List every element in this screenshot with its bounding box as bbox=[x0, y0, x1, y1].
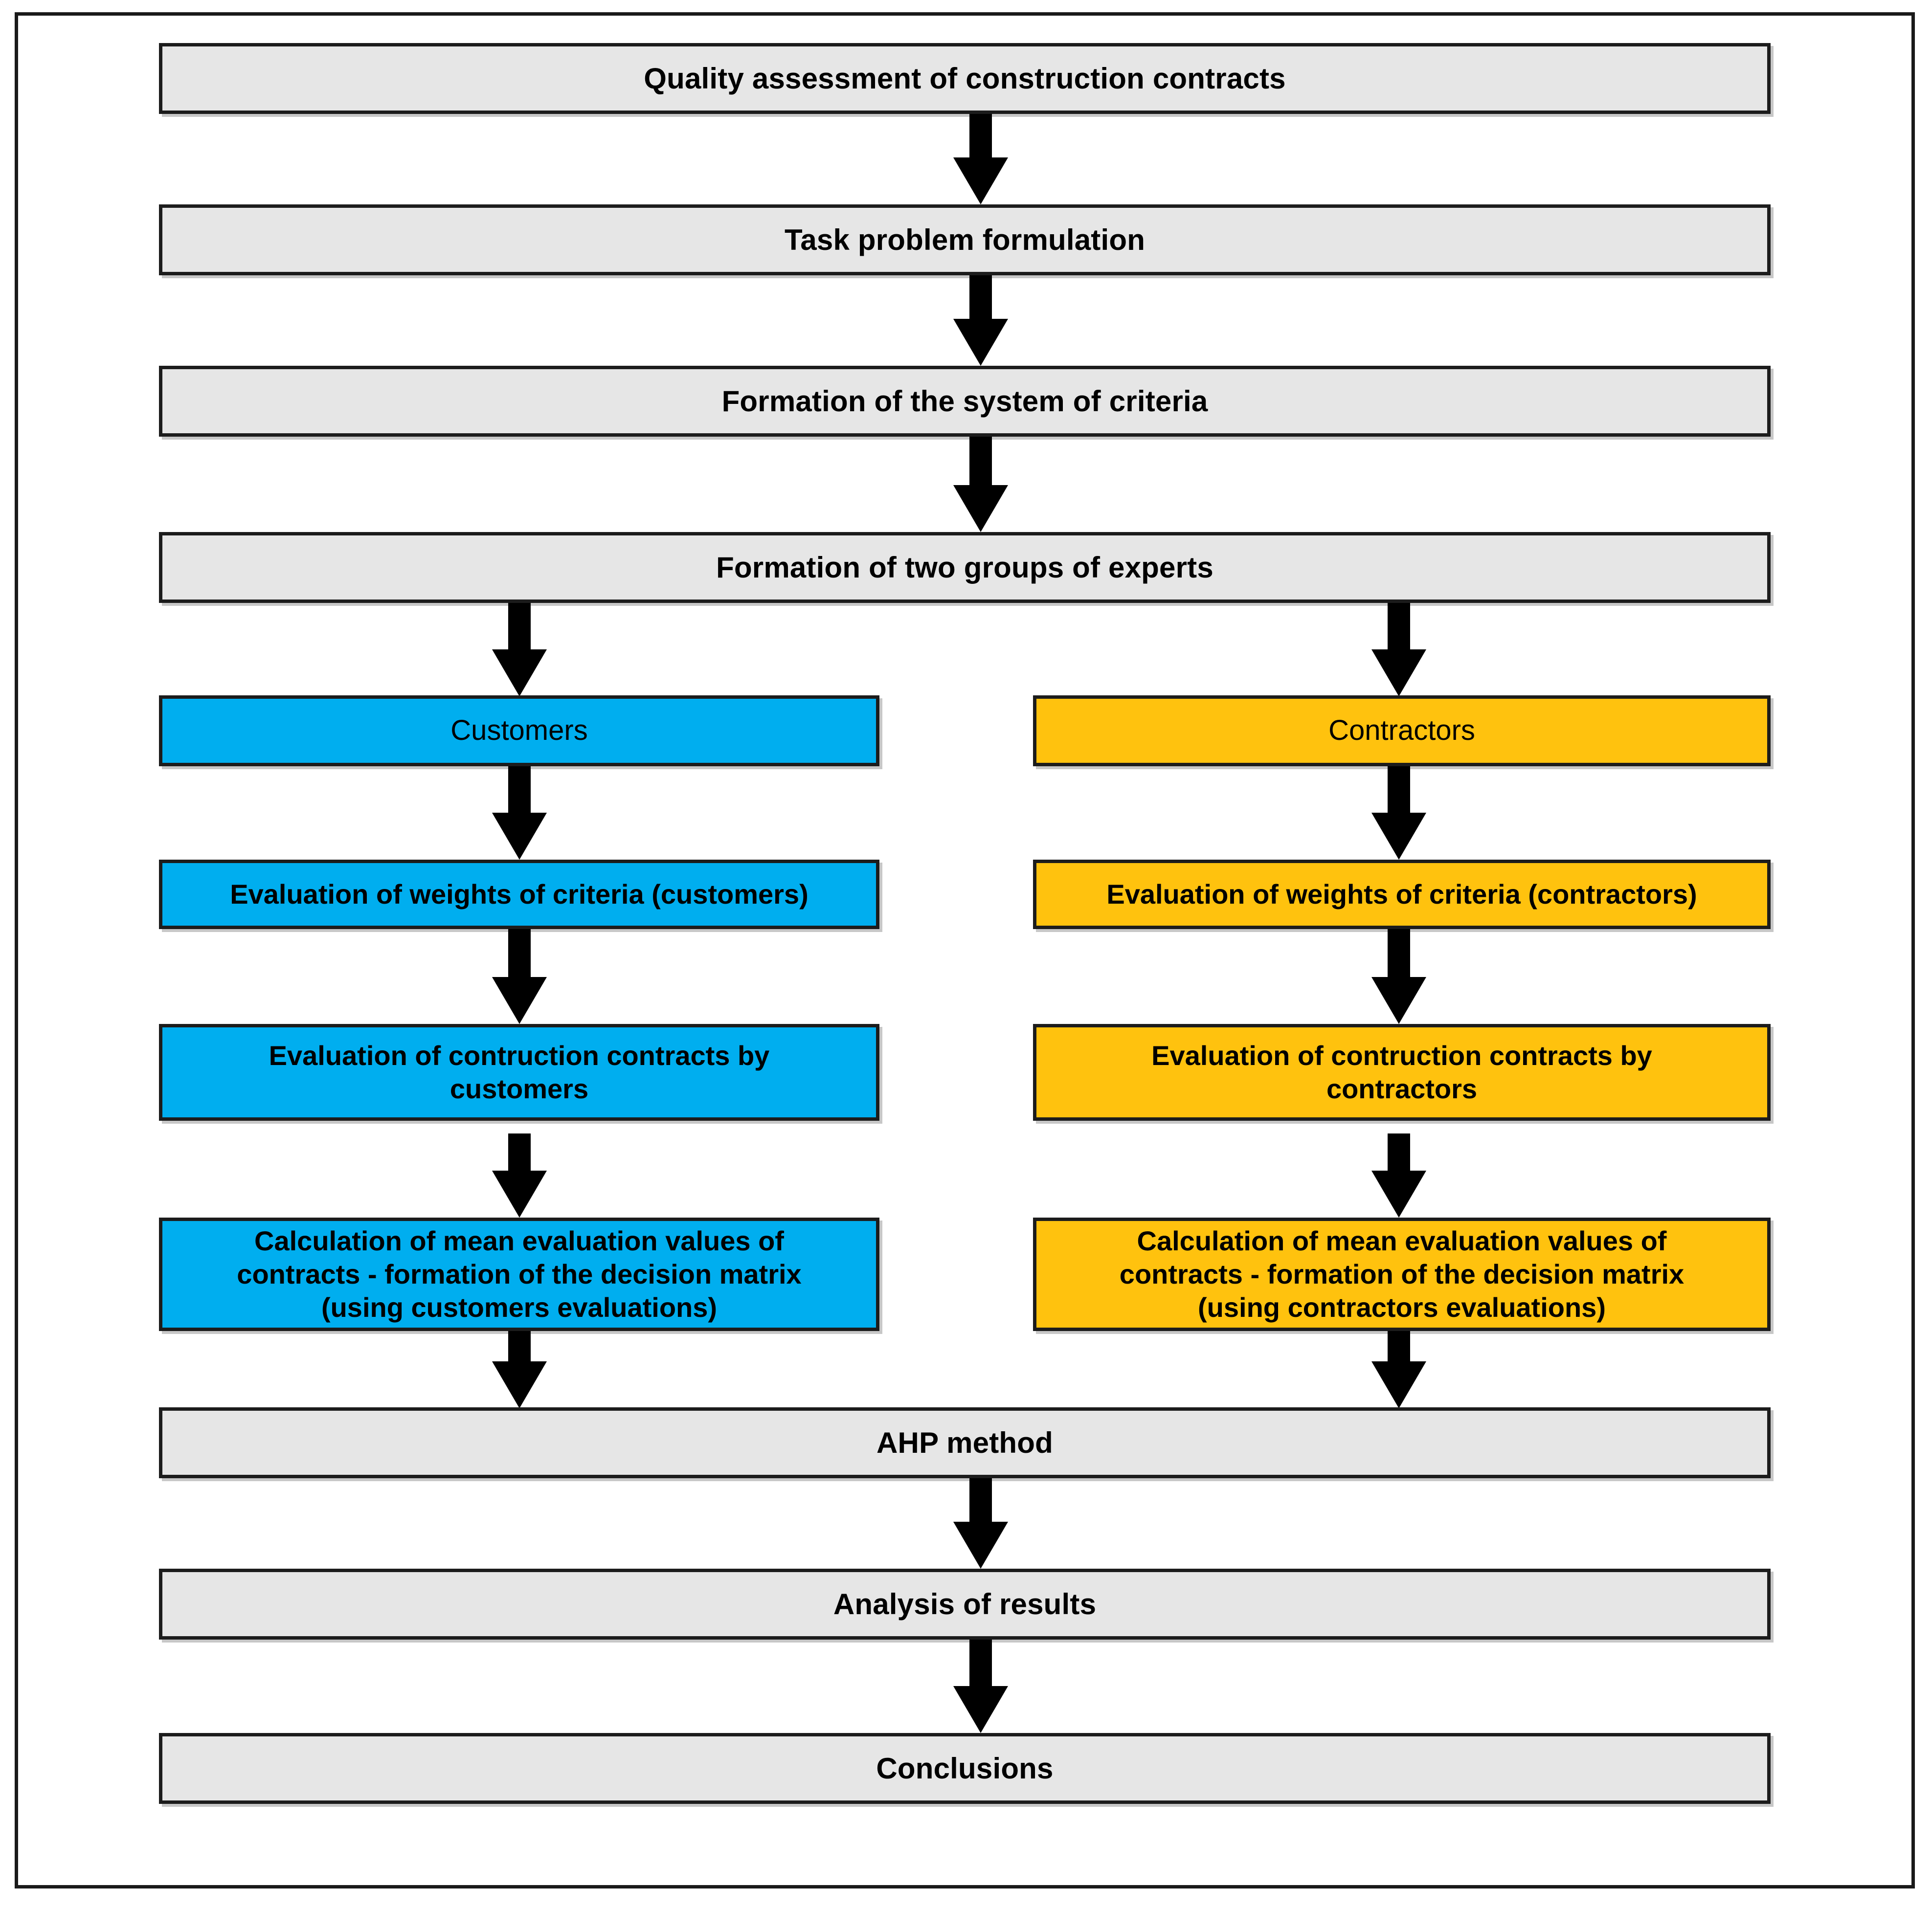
arrow-customers-to-weights bbox=[492, 764, 547, 860]
arrow-eval-to-calc-contractors bbox=[1371, 1133, 1426, 1218]
node-label: Calculation of mean evaluation values of… bbox=[237, 1225, 802, 1323]
node-label: Quality assessment of construction contr… bbox=[644, 62, 1286, 95]
arrow-experts-to-contractors bbox=[1371, 600, 1426, 696]
node-label: Evaluation of weights of criteria (custo… bbox=[230, 878, 809, 910]
arrow-task-to-criteria bbox=[953, 273, 1008, 366]
node-system-of-criteria[interactable]: Formation of the system of criteria bbox=[159, 366, 1771, 437]
arrow-analysis-to-conclusions bbox=[953, 1637, 1008, 1733]
node-quality-assessment[interactable]: Quality assessment of construction contr… bbox=[159, 43, 1771, 114]
node-eval-contracts-contractors[interactable]: Evaluation of contruction contracts by c… bbox=[1033, 1024, 1771, 1121]
node-label: Evaluation of contruction contracts by c… bbox=[269, 1040, 770, 1104]
node-task-problem-formulation[interactable]: Task problem formulation bbox=[159, 204, 1771, 275]
node-conclusions[interactable]: Conclusions bbox=[159, 1733, 1771, 1804]
node-label: Formation of two groups of experts bbox=[716, 551, 1213, 584]
node-label: Conclusions bbox=[876, 1752, 1054, 1785]
node-label: Task problem formulation bbox=[784, 223, 1146, 256]
arrow-weights-to-eval-contractors bbox=[1371, 928, 1426, 1024]
arrow-calc-contractors-to-ahp bbox=[1371, 1329, 1426, 1408]
node-weights-contractors[interactable]: Evaluation of weights of criteria (contr… bbox=[1033, 860, 1771, 929]
node-weights-customers[interactable]: Evaluation of weights of criteria (custo… bbox=[159, 860, 879, 929]
arrow-quality-to-task bbox=[953, 111, 1008, 204]
arrow-weights-to-eval-customers bbox=[492, 928, 547, 1024]
arrow-calc-customers-to-ahp bbox=[492, 1329, 547, 1408]
node-label: Evaluation of weights of criteria (contr… bbox=[1106, 878, 1697, 910]
node-label: Analysis of results bbox=[833, 1587, 1097, 1621]
node-label: Evaluation of contruction contracts by c… bbox=[1151, 1040, 1652, 1104]
node-two-groups-of-experts[interactable]: Formation of two groups of experts bbox=[159, 532, 1771, 603]
node-label: Customers bbox=[450, 714, 588, 747]
node-label: Contractors bbox=[1328, 714, 1475, 747]
node-calc-mean-customers[interactable]: Calculation of mean evaluation values of… bbox=[159, 1218, 879, 1331]
arrow-experts-to-customers bbox=[492, 600, 547, 696]
node-ahp-method[interactable]: AHP method bbox=[159, 1407, 1771, 1478]
node-customers[interactable]: Customers bbox=[159, 695, 879, 766]
node-label: Formation of the system of criteria bbox=[721, 384, 1208, 418]
node-eval-contracts-customers[interactable]: Evaluation of contruction contracts by c… bbox=[159, 1024, 879, 1121]
node-contractors[interactable]: Contractors bbox=[1033, 695, 1771, 766]
node-analysis-of-results[interactable]: Analysis of results bbox=[159, 1569, 1771, 1640]
arrow-criteria-to-experts bbox=[953, 434, 1008, 532]
node-label: AHP method bbox=[876, 1426, 1053, 1459]
node-label: Calculation of mean evaluation values of… bbox=[1119, 1225, 1685, 1323]
node-calc-mean-contractors[interactable]: Calculation of mean evaluation values of… bbox=[1033, 1218, 1771, 1331]
arrow-contractors-to-weights bbox=[1371, 764, 1426, 860]
arrow-ahp-to-analysis bbox=[953, 1476, 1008, 1569]
arrow-eval-to-calc-customers bbox=[492, 1133, 547, 1218]
